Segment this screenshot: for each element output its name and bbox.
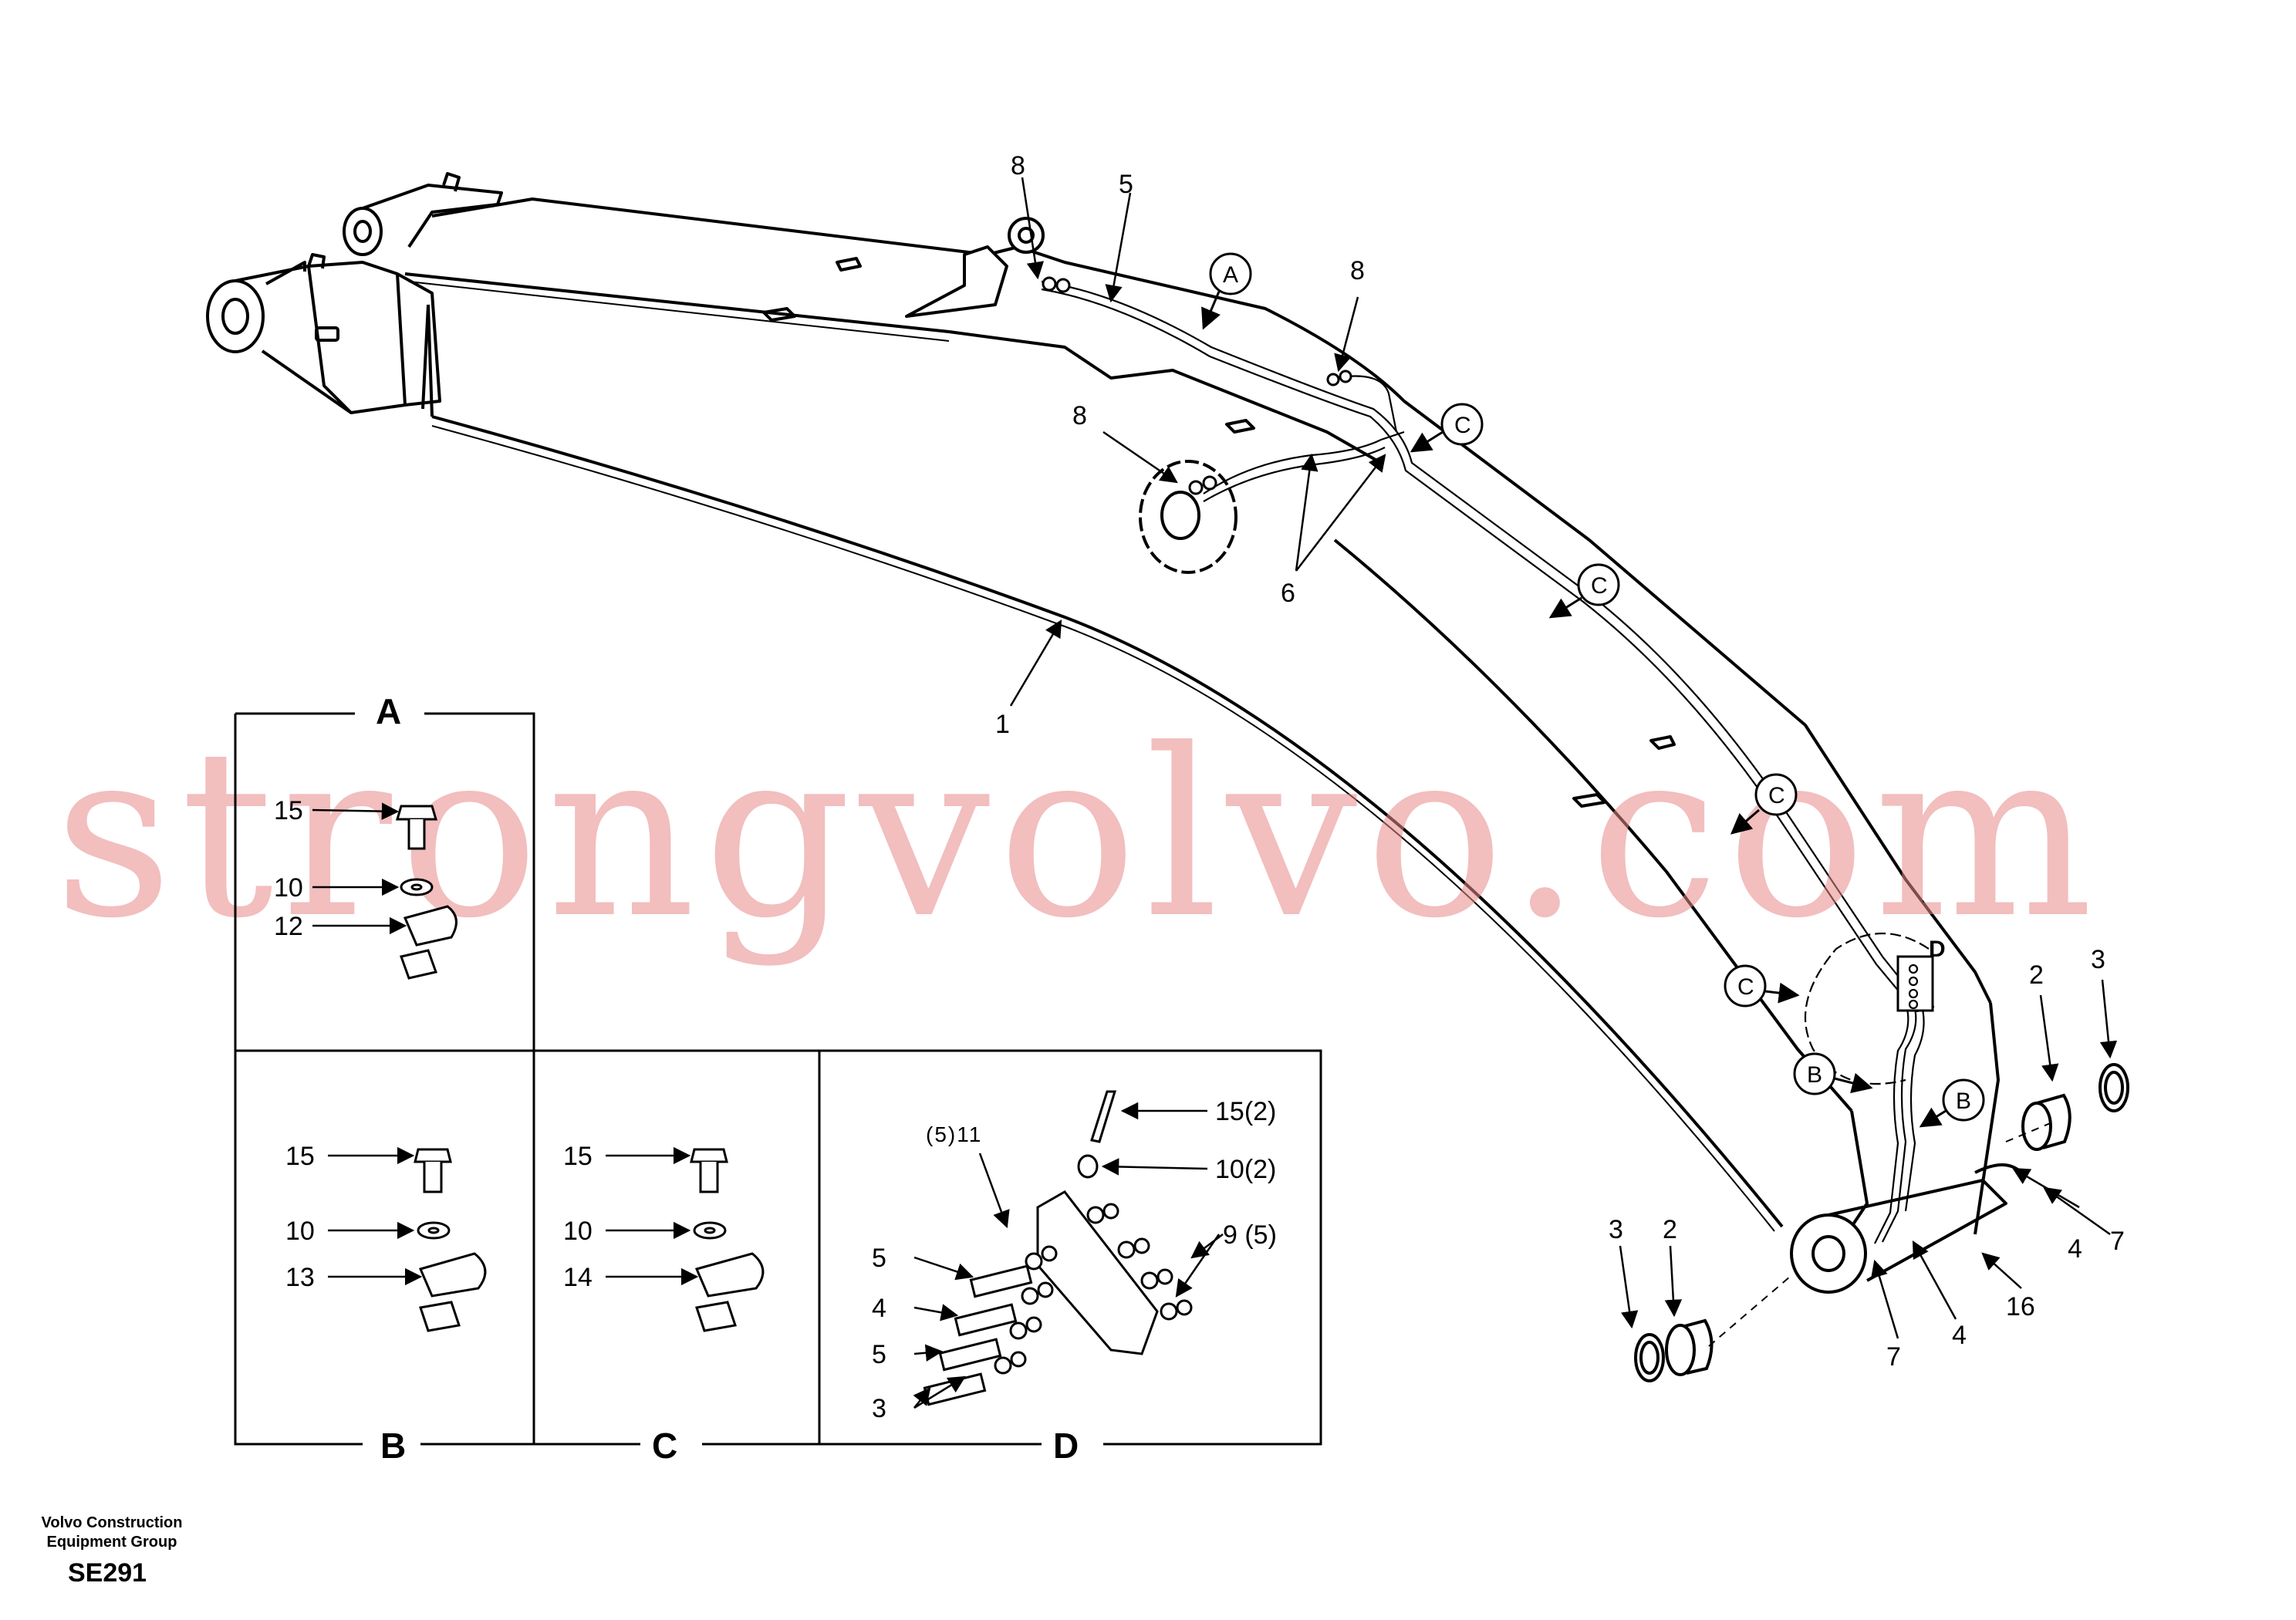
- part-label-8-b: 8: [1350, 256, 1365, 285]
- part-label-4-a: 4: [1952, 1321, 1967, 1350]
- part-label-7-b: 7: [2110, 1227, 2125, 1256]
- detail-a-parts: [395, 805, 458, 980]
- part-label-7-a: 7: [1886, 1342, 1901, 1372]
- callout-c-2: C: [1591, 573, 1608, 599]
- detail-b-label-10: 10: [285, 1217, 315, 1246]
- part-label-3-b: 3: [2091, 945, 2105, 974]
- part-label-3-a: 3: [1609, 1215, 1623, 1244]
- section-callouts: [1209, 252, 1985, 1122]
- detail-c-label-15: 15: [563, 1142, 593, 1171]
- callout-a: A: [1223, 262, 1238, 288]
- detail-a-label-15: 15: [274, 796, 303, 825]
- part-label-5: 5: [1119, 170, 1133, 199]
- footer-company-line2: Equipment Group: [46, 1534, 177, 1551]
- part-label-6: 6: [1281, 579, 1295, 608]
- part-label-1: 1: [995, 710, 1010, 739]
- detail-d-label-11: (5)11: [926, 1122, 982, 1146]
- detail-d-parts: [923, 1090, 1193, 1406]
- callout-d: D: [1929, 937, 1946, 962]
- detail-d-label-15: 15(2): [1215, 1097, 1276, 1126]
- detail-d-label-4: 4: [872, 1294, 886, 1323]
- detail-b-label-15: 15: [285, 1142, 315, 1171]
- part-label-4-b: 4: [2068, 1234, 2082, 1264]
- footer-company-line1: Volvo Construction: [41, 1514, 183, 1531]
- detail-d-label-3: 3: [872, 1394, 886, 1423]
- callout-b-1: B: [1807, 1062, 1822, 1088]
- detail-b-label-13: 13: [285, 1263, 315, 1292]
- detail-a-label-12: 12: [274, 912, 303, 941]
- detail-a-label-10: 10: [274, 873, 303, 903]
- detail-d-label-9: 9 (5): [1223, 1220, 1277, 1250]
- detail-b-title: B: [380, 1426, 406, 1466]
- callout-b-2: B: [1956, 1088, 1971, 1114]
- detail-frames: [234, 712, 1322, 1446]
- part-label-2-a: 2: [1663, 1215, 1677, 1244]
- part-label-8-c: 8: [1072, 401, 1087, 430]
- detail-d-label-10: 10(2): [1215, 1155, 1276, 1184]
- part-label-8-a: 8: [1011, 151, 1025, 181]
- bushings: [1634, 1063, 2129, 1382]
- part-label-16: 16: [2006, 1292, 2035, 1321]
- boom-body: [206, 172, 2023, 1294]
- callout-c-1: C: [1454, 413, 1471, 438]
- detail-b-parts: [414, 1148, 487, 1332]
- detail-d-label-5-b: 5: [872, 1340, 886, 1369]
- detail-c-label-10: 10: [563, 1217, 593, 1246]
- detail-d-label-5-a: 5: [872, 1244, 886, 1273]
- detail-d-title: D: [1053, 1426, 1079, 1466]
- hose-bundle: [1041, 276, 1934, 1244]
- detail-c-parts: [690, 1148, 765, 1332]
- detail-c-title: C: [652, 1426, 677, 1466]
- part-label-2-b: 2: [2029, 960, 2044, 990]
- watermark-text: strongvolvo.com: [54, 700, 2101, 969]
- callout-c-4: C: [1737, 974, 1754, 1000]
- footer-drawing-code: SE291: [68, 1558, 147, 1588]
- callout-c-3: C: [1768, 783, 1785, 808]
- detail-c-label-14: 14: [563, 1263, 593, 1292]
- detail-a-title: A: [376, 691, 401, 731]
